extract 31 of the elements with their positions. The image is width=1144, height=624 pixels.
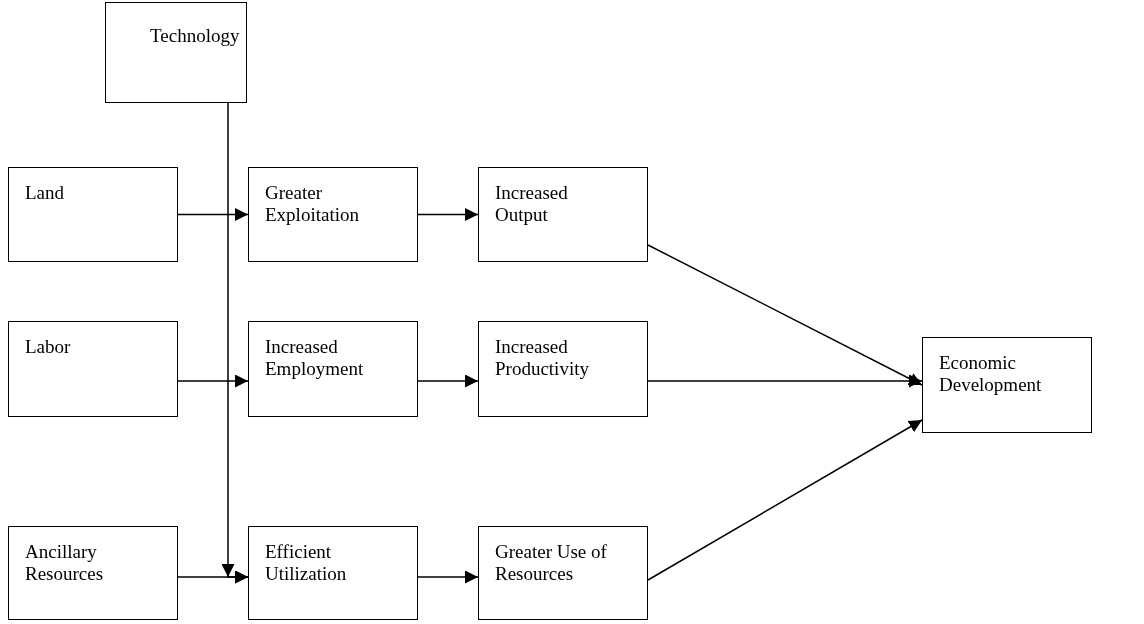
- box-label: Technology: [150, 25, 240, 47]
- arrow: [647, 419, 923, 581]
- process-box: [8, 167, 178, 262]
- arrow: [417, 374, 479, 388]
- arrow: [647, 374, 923, 388]
- arrow: [417, 208, 479, 221]
- process-box: [8, 321, 178, 417]
- process-box: [922, 337, 1092, 433]
- process-box: [478, 526, 648, 620]
- process-box: [8, 526, 178, 620]
- arrow: [647, 244, 923, 386]
- process-box: [248, 321, 418, 417]
- box-label: Greater Exploitation: [265, 182, 360, 226]
- arrow: [417, 570, 479, 584]
- arrow: [222, 102, 249, 584]
- box-label: Increased Employment: [265, 336, 365, 380]
- box-label: Labor: [25, 336, 71, 358]
- process-box: [478, 167, 648, 262]
- arrow: [177, 208, 249, 221]
- process-box: [478, 321, 648, 417]
- arrow: [177, 374, 249, 388]
- box-label: Ancillary Resources: [25, 541, 105, 585]
- process-box: [248, 167, 418, 262]
- box-label: Increased Output: [495, 182, 569, 226]
- box-label: Economic Development: [939, 352, 1043, 396]
- box-label: Land: [25, 182, 65, 204]
- process-box: [105, 2, 247, 103]
- box-label: Greater Use of Resources: [495, 541, 608, 585]
- process-box: [248, 526, 418, 620]
- box-label: Efficient Utilization: [265, 541, 348, 585]
- box-label: Increased Productivity: [495, 336, 590, 380]
